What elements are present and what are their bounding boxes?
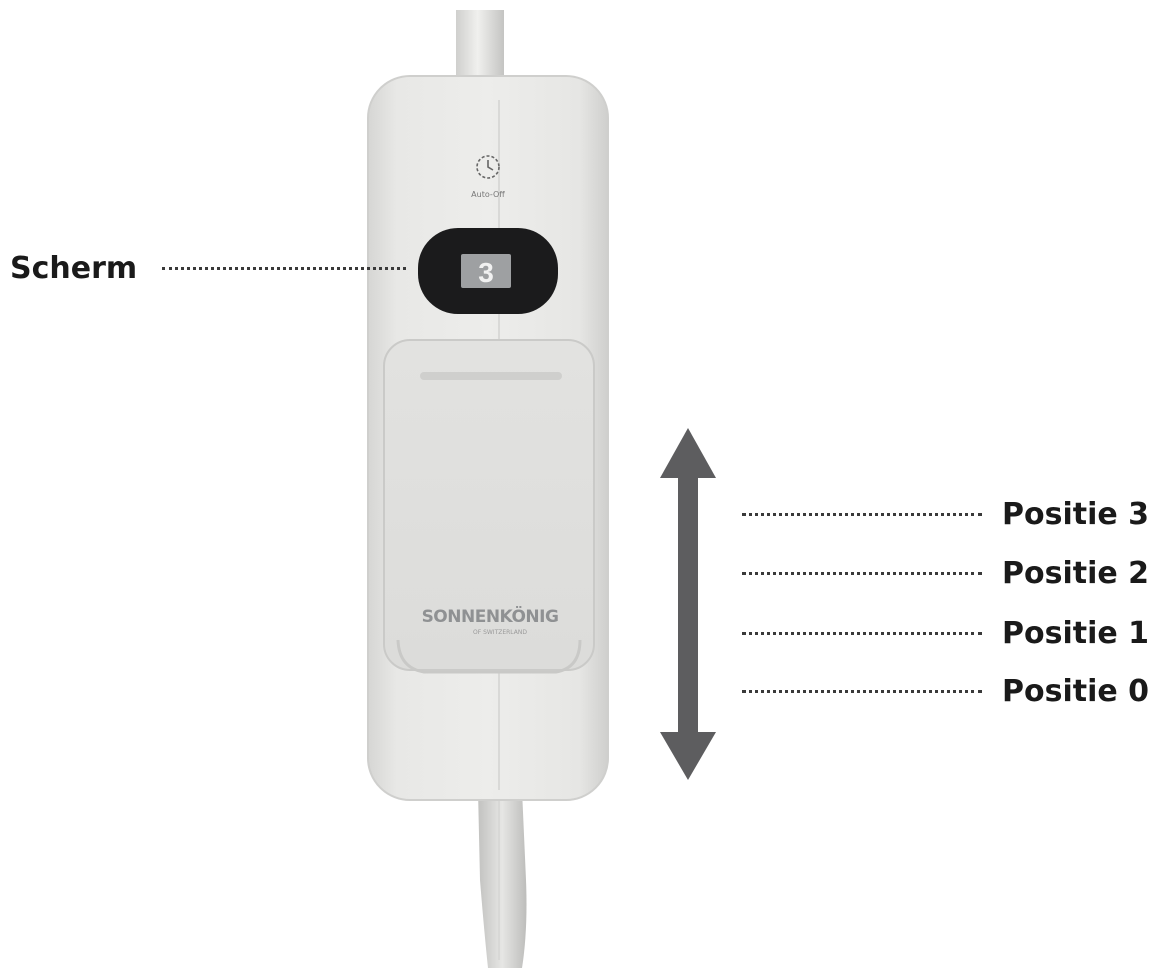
positie-3-leader: [742, 513, 982, 516]
screen-display: [461, 254, 511, 288]
auto-off-label: Auto-Off: [471, 190, 505, 199]
positie-3-label: Positie 3: [1002, 497, 1150, 532]
positie-0-leader: [742, 690, 982, 693]
positie-2-label: Positie 2: [1002, 556, 1150, 591]
cable-ridge: [498, 790, 500, 960]
brand-logo: SONNENKÖNIG: [422, 605, 559, 627]
positie-0-label: Positie 0: [1002, 674, 1150, 709]
positie-1-leader: [742, 632, 982, 635]
brand-subline: OF SWITZERLAND: [473, 629, 527, 636]
slider-knob[interactable]: [383, 339, 595, 674]
scherm-label: Scherm: [10, 251, 138, 286]
display-digit: 3: [478, 257, 494, 288]
cable-bottom: [478, 790, 527, 968]
double-arrow-icon: [660, 428, 716, 780]
clock-icon: [476, 155, 500, 179]
positie-1-label: Positie 1: [1002, 616, 1150, 651]
positie-2-leader: [742, 572, 982, 575]
scherm-leader: [162, 267, 406, 270]
